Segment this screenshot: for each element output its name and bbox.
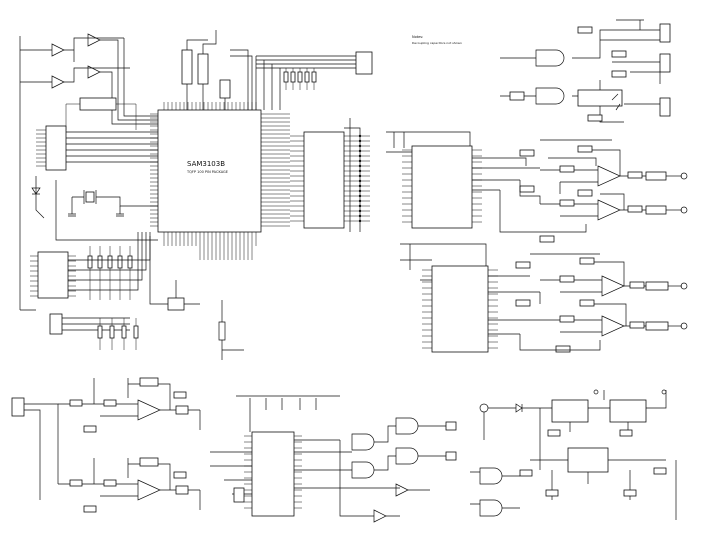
notes-line: Decoupling capacitors not shown <box>412 41 462 45</box>
main-ic-bottom-pins <box>163 232 257 260</box>
header-connector-left <box>45 125 67 171</box>
main-ic-part: SAM3103B <box>187 160 225 168</box>
main-ic: SAM3103B TQFP 100 PIN PACKAGE <box>157 109 262 233</box>
input-buffer-2 <box>20 65 124 89</box>
regulator-2 <box>609 399 647 423</box>
dip-switch-pins <box>30 255 76 297</box>
preamp-opamp-1 <box>58 377 200 421</box>
codec-ic-2 <box>431 265 489 353</box>
midi-jumper <box>233 487 245 503</box>
preamp-opamp-2 <box>58 457 200 501</box>
main-ic-right-pins <box>261 113 290 227</box>
top-connectors <box>181 30 253 110</box>
midi-uart-ic <box>251 431 295 517</box>
reset-circuit <box>149 236 244 360</box>
jumper-connector <box>49 313 63 335</box>
logic-gates <box>339 417 457 523</box>
dip-switch <box>37 251 69 299</box>
eprom-ic <box>303 131 345 229</box>
midi-in-jack <box>659 23 671 43</box>
left-header-pins <box>36 129 46 167</box>
regulator-3 <box>567 447 609 473</box>
resistor-bank <box>87 246 133 300</box>
midi-thru-jack <box>659 97 671 117</box>
main-ic-top-pins <box>163 102 257 110</box>
crystal-oscillator <box>68 190 158 217</box>
output-opamp-2 <box>540 193 688 221</box>
main-ic-left-pins <box>150 113 158 227</box>
midi-in-jack-circuit <box>11 397 59 430</box>
header-connector-top <box>355 51 373 75</box>
notes-title: Notes: <box>412 35 423 39</box>
notes-block: Notes: Decoupling capacitors not shown <box>412 35 462 45</box>
midi-interface <box>500 19 671 123</box>
codec-ic-1 <box>411 145 473 229</box>
latch-ic <box>79 97 117 111</box>
main-ic-body <box>157 109 262 233</box>
dc-jack <box>479 403 489 413</box>
data-bus <box>290 134 370 223</box>
midi-out-jack <box>659 53 671 73</box>
power-supply <box>470 389 677 520</box>
top-resistors <box>283 68 317 90</box>
input-buffer-1 <box>20 33 124 62</box>
main-ic-package: TQFP 100 PIN PACKAGE <box>186 170 228 174</box>
regulator-1 <box>551 399 589 423</box>
pullup-resistors <box>97 318 139 350</box>
